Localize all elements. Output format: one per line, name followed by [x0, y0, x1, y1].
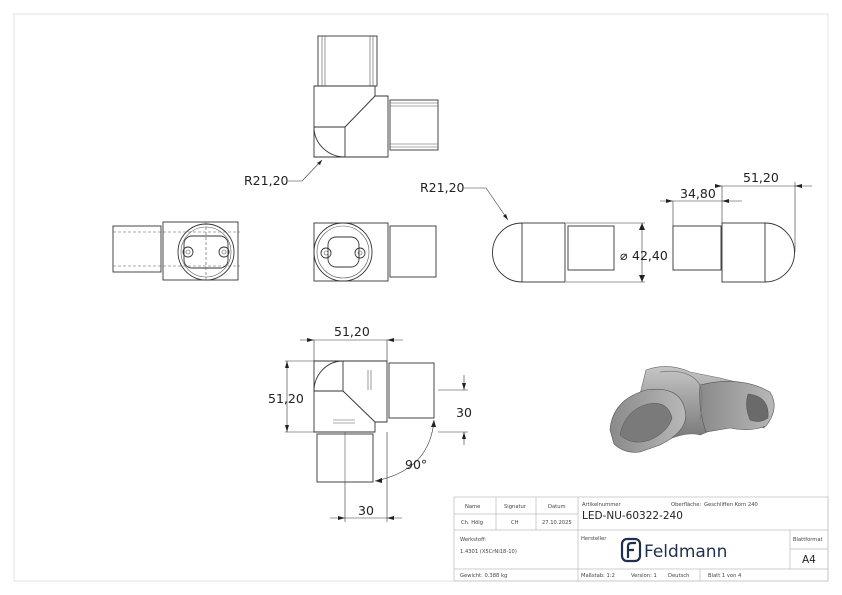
side-radius-label: R21,20 — [420, 180, 465, 195]
dim-front-height: 51,20 — [268, 391, 304, 406]
diameter-label: 42,40 — [632, 248, 668, 263]
tb-signature-value: CH — [511, 520, 519, 526]
sheet-border — [13, 13, 829, 582]
angle-label: 90° — [405, 457, 427, 472]
dim-front-bottom-30: 30 — [358, 503, 374, 518]
dim-51-20-top: 51,20 — [743, 170, 779, 185]
diameter-symbol: ⌀ — [620, 248, 628, 263]
tb-format-value: A4 — [802, 554, 816, 566]
tb-date-value: 27.10.2025 — [542, 520, 572, 526]
top-view — [313, 35, 439, 158]
dim-front-right-30: 30 — [456, 405, 472, 420]
tb-language: Deutsch — [668, 573, 689, 579]
tb-date-header: Datum — [548, 504, 566, 510]
tb-material-value: 1.4301 (X5CrNi18-10) — [460, 549, 517, 555]
tb-version: Version: 1 — [631, 573, 657, 579]
left-view — [112, 221, 240, 282]
tb-manufacturer-label: Hersteller — [581, 536, 607, 542]
tb-sheet: Blatt 1 von 4 — [708, 573, 742, 579]
side-view — [492, 222, 615, 283]
dim-34-80: 34,80 — [680, 186, 716, 201]
tb-article-number: LED-NU-60322-240 — [582, 510, 683, 522]
tb-article-label: Artikelnummer — [582, 502, 621, 508]
tb-surface-label: Oberfläche: — [671, 502, 701, 508]
right-view — [672, 222, 795, 283]
title-block — [453, 496, 829, 582]
end-view — [313, 222, 437, 282]
tb-material-label: Werkstoff: — [460, 537, 487, 543]
tb-weight: Gewicht: 0.388 kg — [460, 573, 507, 579]
isometric-3d-view — [609, 366, 775, 453]
tb-scale: Maßstab: 1:2 — [581, 573, 615, 579]
brand-logo-text: Feldmann — [644, 542, 727, 562]
tb-name-header: Name — [465, 504, 480, 510]
top-radius-label: R21,20 — [244, 173, 289, 188]
tb-format-label: Blattformat — [793, 537, 823, 543]
tb-name-value: Ch. Hölg — [461, 520, 483, 526]
tb-surface-value: Geschliffen Korn 240 — [704, 502, 758, 508]
dim-front-width: 51,20 — [334, 324, 370, 339]
tb-signature-header: Signatur — [504, 504, 527, 510]
